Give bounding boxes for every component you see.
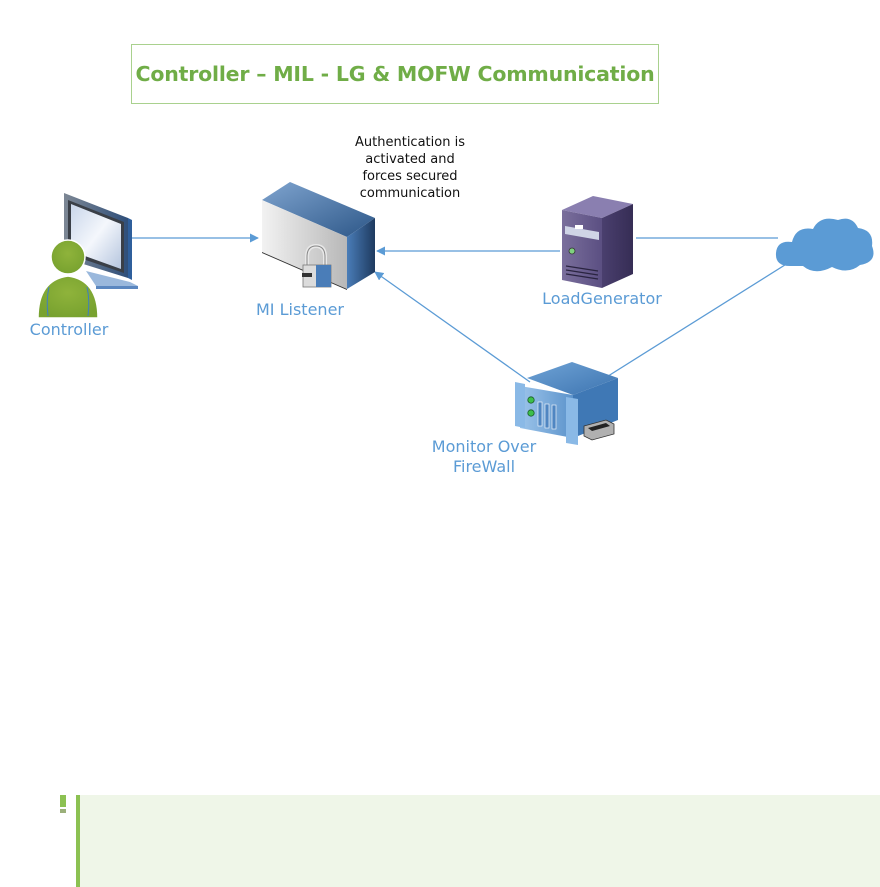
diagram-title-box: Controller – MIL - LG & MOFW Communicati… xyxy=(131,44,659,104)
diagram-title: Controller – MIL - LG & MOFW Communicati… xyxy=(135,62,655,86)
note-callout xyxy=(76,795,880,887)
edge-mofw-to-mi-listener xyxy=(374,271,531,383)
tower-server-icon xyxy=(562,196,633,288)
exclamation-icon xyxy=(60,795,66,813)
note-line: Authentication is xyxy=(355,135,465,150)
mofw-label-line1: Monitor Over xyxy=(431,437,537,456)
mi-listener-label: MI Listener xyxy=(256,300,344,319)
controller-label: Controller xyxy=(29,320,109,339)
mofw-label-line2: FireWall xyxy=(452,457,516,476)
rack-server-icon xyxy=(515,362,618,445)
load-generator-label: LoadGenerator xyxy=(542,289,662,308)
mofw-label: Monitor Over FireWall xyxy=(414,437,554,477)
edge-mofw-to-cloud xyxy=(604,257,797,379)
user-at-monitor-icon xyxy=(37,193,138,319)
locked-server-icon xyxy=(262,182,375,290)
note-line: forces secured xyxy=(362,169,458,184)
authentication-note: Authentication is activated and forces s… xyxy=(330,134,490,202)
note-line: communication xyxy=(359,186,461,201)
cloud-icon xyxy=(775,218,874,272)
note-line: activated and xyxy=(365,152,455,167)
